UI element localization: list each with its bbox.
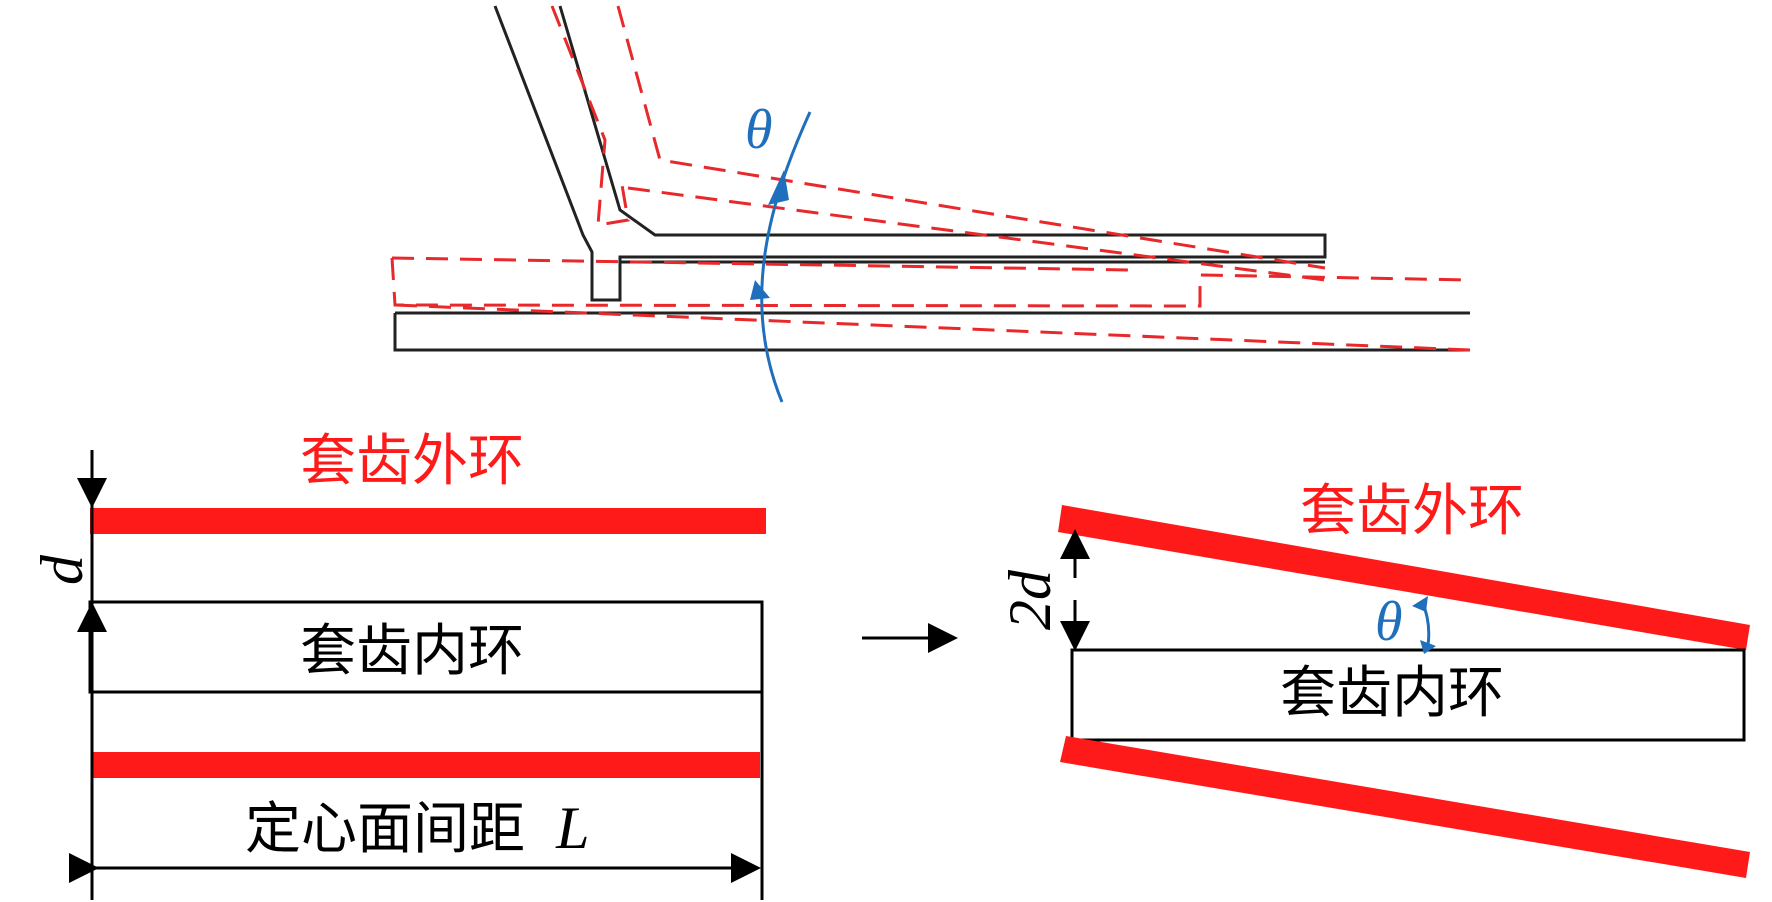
- left-outer-ring-bottom: [92, 752, 760, 778]
- span-symbol: L: [555, 795, 589, 861]
- right-outer-ring-bottom: [1060, 736, 1750, 878]
- tilt-gap-dimension: 2d: [997, 529, 1090, 651]
- left-outer-ring-label: 套齿外环: [300, 429, 524, 494]
- left-outer-ring-top: [90, 508, 766, 534]
- right-inner-ring: [1070, 648, 1746, 742]
- top-angle-symbol: θ: [745, 99, 773, 161]
- tilt-angle-symbol: θ: [1375, 591, 1403, 653]
- right-outer-ring-top: [1058, 505, 1750, 650]
- gap-symbol: d: [29, 554, 95, 585]
- top-spline-view: θ: [390, 5, 1471, 403]
- tilt-gap-symbol: 2d: [997, 569, 1063, 630]
- left-inner-ring-label: 套齿内环: [300, 619, 524, 684]
- rotation-arrow-lower: [750, 280, 770, 300]
- rotation-indicator: θ: [745, 99, 812, 403]
- rotation-arrow-upper: [768, 170, 789, 205]
- span-label-text: 定心面间距: [245, 797, 525, 862]
- rotation-arc: [760, 111, 812, 403]
- deflected-spline-outline: [390, 5, 1471, 352]
- span-label: 定心面间距 L: [245, 793, 589, 863]
- right-outer-ring-label: 套齿外环: [1300, 479, 1524, 544]
- right-inner-ring-label: 套齿内环: [1280, 661, 1504, 726]
- tilt-angle-arrow-up: [1412, 596, 1428, 612]
- tilt-angle-arrow-down: [1420, 640, 1436, 654]
- original-spline-outline: [393, 5, 1470, 352]
- aligned-view: 套齿外环 套齿内环 d 定心面间距 L: [29, 429, 766, 900]
- gap-dimension: d: [29, 450, 107, 650]
- tilted-view: 套齿外环 套齿内环 2d θ: [997, 479, 1750, 878]
- tilt-angle: θ: [1375, 591, 1436, 654]
- span-dimension: 定心面间距 L: [69, 602, 764, 900]
